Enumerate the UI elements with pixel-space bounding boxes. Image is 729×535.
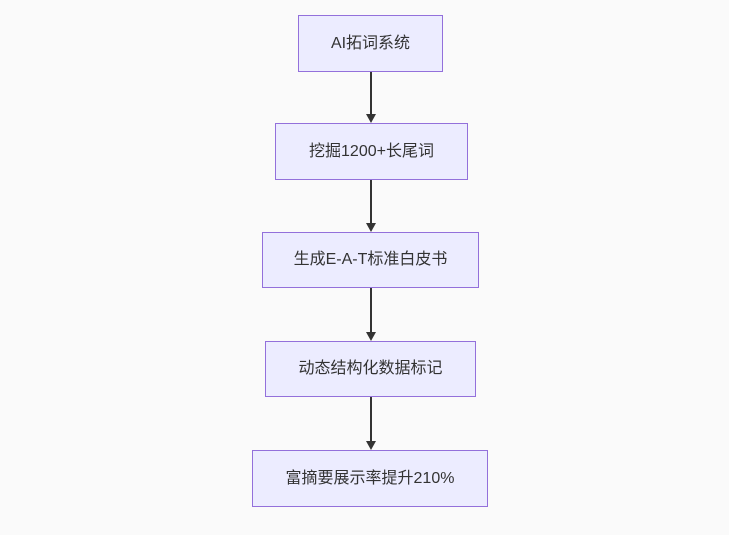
node-label: 挖掘1200+长尾词	[309, 142, 434, 160]
flow-node-ai-word-expansion-system: AI拓词系统	[298, 15, 443, 72]
arrowhead-down-icon	[366, 332, 376, 341]
flow-node-longtail-keyword-mining: 挖掘1200+长尾词	[275, 123, 468, 180]
arrowhead-down-icon	[366, 441, 376, 450]
flow-node-structured-data-markup: 动态结构化数据标记	[265, 341, 476, 397]
arrowhead-down-icon	[366, 114, 376, 123]
arrow-line	[370, 72, 372, 115]
arrowhead-down-icon	[366, 223, 376, 232]
arrow-line	[370, 288, 372, 333]
flow-node-rich-snippet-uplift: 富摘要展示率提升210%	[252, 450, 488, 507]
flow-edge-2-3	[365, 180, 377, 232]
flow-node-eat-whitepaper: 生成E-A-T标准白皮书	[262, 232, 479, 288]
flow-edge-3-4	[365, 288, 377, 341]
node-label: AI拓词系统	[330, 34, 411, 52]
node-label: 生成E-A-T标准白皮书	[293, 251, 448, 268]
flow-edge-1-2	[365, 72, 377, 123]
arrow-line	[370, 397, 372, 442]
node-label: 富摘要展示率提升210%	[285, 469, 455, 487]
node-label: 动态结构化数据标记	[298, 360, 443, 377]
flow-edge-4-5	[365, 397, 377, 450]
arrow-line	[370, 180, 372, 224]
